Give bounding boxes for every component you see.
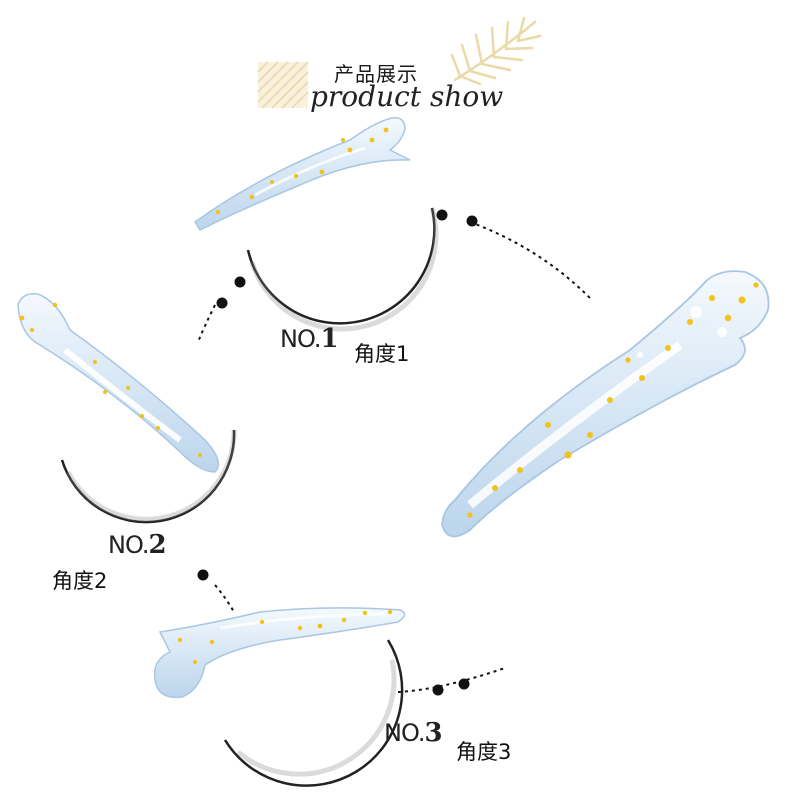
ring-1: [246, 116, 439, 332]
glitter-dots-2: [19, 302, 202, 457]
hair-clip-view-2: [17, 292, 220, 473]
hair-clip-view-1: [193, 116, 411, 231]
orbit-dots: [197, 209, 478, 696]
view-label-1: 角度1: [354, 342, 410, 366]
view-number-2: NO.2: [108, 530, 167, 560]
ring-2: [60, 429, 237, 524]
palm-leaf-icon: [450, 16, 542, 86]
glitter-dots-1: [215, 127, 389, 215]
orbit-connector: [197, 221, 591, 693]
hair-clip-main-view: [441, 270, 770, 538]
ring-3: [223, 639, 404, 787]
title-english: product show: [310, 80, 504, 113]
stripe-pattern-icon: [257, 61, 309, 109]
view-number-1: NO.1: [280, 324, 339, 354]
view-number-3: NO.3: [384, 718, 443, 748]
hair-clip-view-3: [153, 607, 406, 699]
title-chinese: 产品展示: [334, 62, 418, 86]
glitter-dots-3: [177, 609, 393, 664]
view-label-3: 角度3: [456, 740, 512, 764]
glitter-dots-main: [467, 282, 759, 518]
view-label-2: 角度2: [52, 569, 108, 593]
